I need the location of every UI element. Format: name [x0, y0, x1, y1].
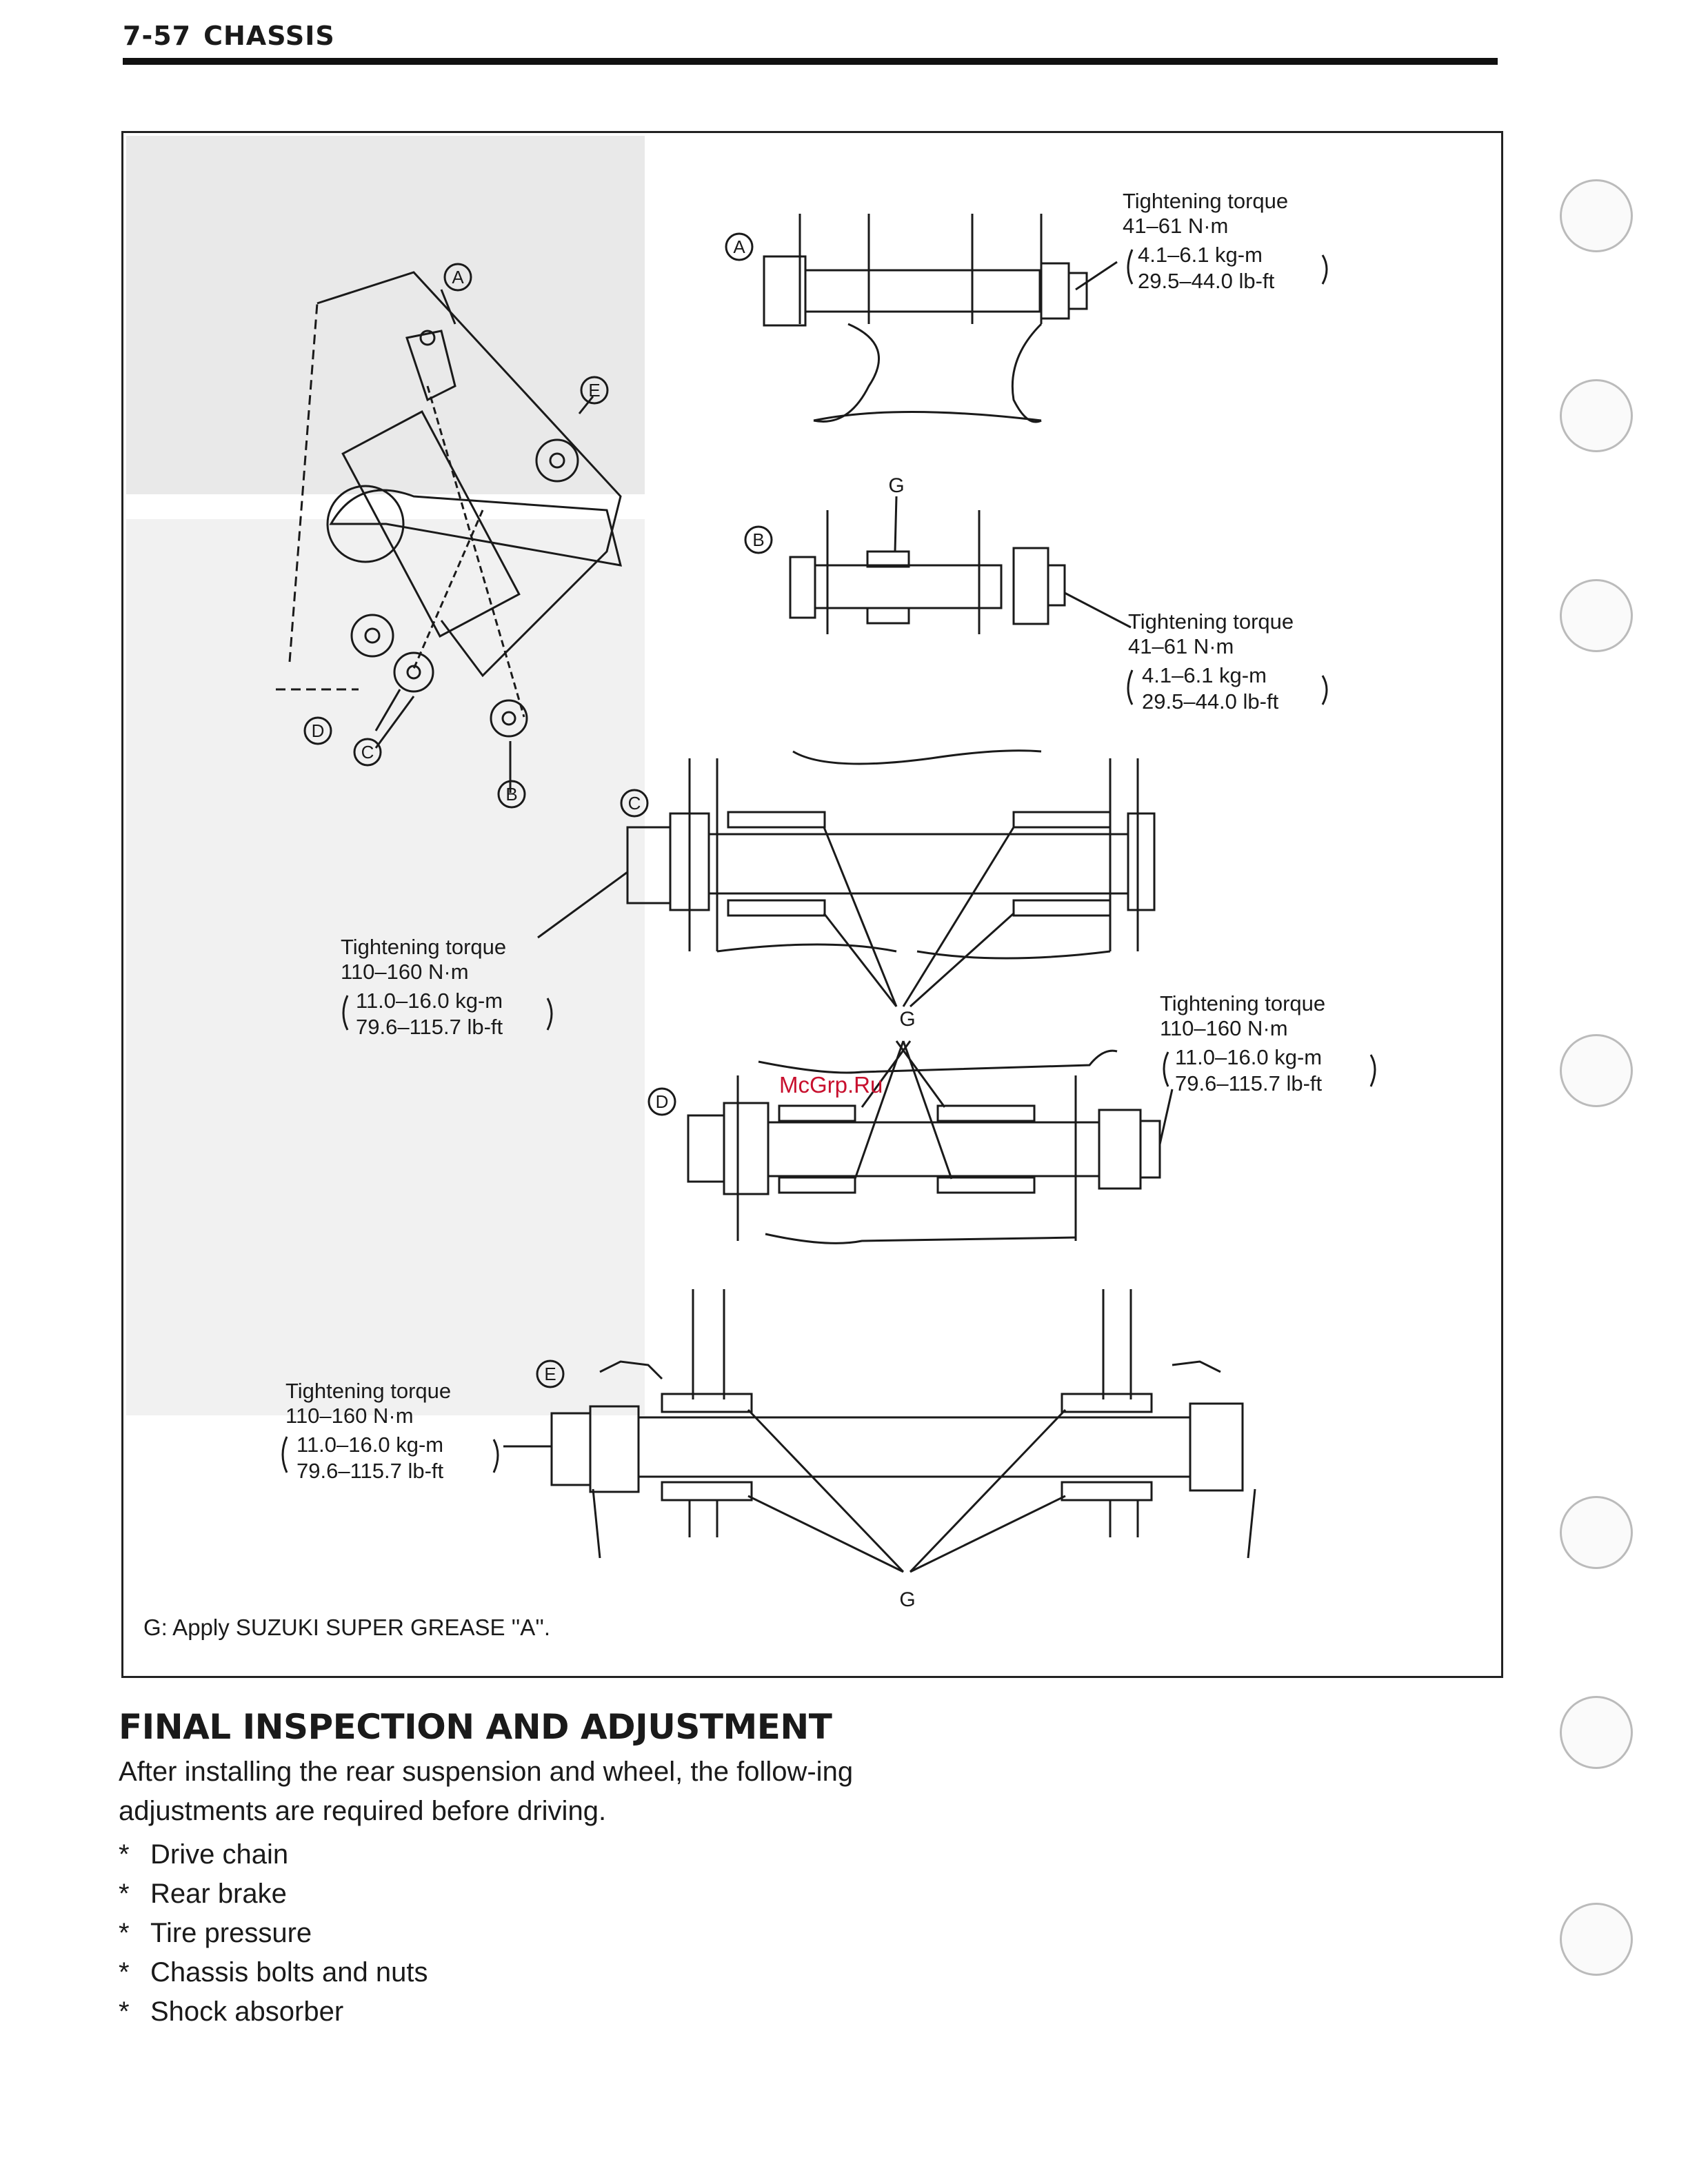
bolt-d-drawing [687, 1040, 1174, 1244]
marker-e: E [544, 1364, 556, 1384]
binder-hole [1560, 179, 1633, 252]
grease-label-e: G [899, 1588, 915, 1611]
checklist: *Drive chain *Rear brake *Tire pressure … [119, 1835, 1015, 2032]
grease-labels: G G G [888, 474, 915, 1611]
torque-title-b: Tightening torque [1128, 609, 1294, 634]
torque-nm-e: 110–160 N·m [285, 1404, 414, 1428]
circled-markers [303, 232, 773, 1388]
checklist-item: *Tire pressure [119, 1918, 312, 1948]
page-header: 7-57 CHASSIS [123, 21, 335, 51]
overview-marker-e: E [588, 380, 600, 401]
torque-title-d: Tightening torque [1160, 991, 1325, 1015]
watermark: McGrp.Ru [779, 1072, 883, 1098]
torque-lbft-a: 29.5–44.0 lb-ft [1138, 269, 1275, 293]
marker-b: B [752, 529, 764, 550]
binder-hole [1560, 1496, 1633, 1569]
bolt-c-drawing [537, 749, 1156, 1008]
overview-marker-a: A [452, 267, 464, 287]
torque-callout-b: Tightening torque 41–61 N·m 4.1–6.1 kg-m… [1128, 609, 1294, 714]
torque-kgm-b: 4.1–6.1 kg-m [1142, 663, 1267, 687]
bolt-b-drawing [789, 496, 1132, 634]
binder-holes [1560, 0, 1642, 2184]
torque-kgm-e: 11.0–16.0 kg-m [297, 1433, 443, 1457]
overview-marker-b: B [505, 784, 517, 805]
overview-marker-c: C [361, 742, 374, 762]
binder-hole [1560, 1034, 1633, 1107]
checklist-item-label: Tire pressure [150, 1918, 312, 1948]
torque-nm-b: 41–61 N·m [1128, 634, 1234, 658]
torque-kgm-d: 11.0–16.0 kg-m [1175, 1045, 1322, 1069]
torque-lbft-e: 79.6–115.7 lb-ft [297, 1459, 444, 1483]
checklist-item: *Drive chain [119, 1839, 289, 1870]
marker-c: C [628, 793, 641, 813]
faded-background-upper [126, 136, 645, 494]
callout-brackets [281, 249, 1376, 1473]
binder-hole [1560, 579, 1633, 652]
checklist-item: *Shock absorber [119, 1996, 344, 2027]
torque-callout-d: Tightening torque 110–160 N·m 11.0–16.0 … [1160, 991, 1325, 1095]
section-intro: After installing the rear suspension and… [119, 1757, 854, 1826]
torque-kgm-c: 11.0–16.0 kg-m [356, 989, 503, 1013]
binder-hole [1560, 1696, 1633, 1769]
torque-kgm-a: 4.1–6.1 kg-m [1138, 243, 1263, 267]
bolt-a-drawing [763, 214, 1118, 423]
grease-label-c: G [899, 1008, 915, 1031]
section-name: CHASSIS [203, 21, 335, 51]
binder-hole [1560, 379, 1633, 452]
bolt-e-drawing [503, 1289, 1256, 1573]
torque-callouts: Tightening torque 41–61 N·m 4.1–6.1 kg-m… [285, 189, 1325, 1483]
marker-d: D [656, 1091, 669, 1112]
marker-letters: A B C D E A E D C B [312, 236, 765, 1384]
torque-nm-d: 110–160 N·m [1160, 1016, 1288, 1040]
torque-lbft-d: 79.6–115.7 lb-ft [1175, 1071, 1323, 1095]
torque-callout-a: Tightening torque 41–61 N·m 4.1–6.1 kg-m… [1123, 189, 1288, 293]
checklist-item-label: Shock absorber [150, 1996, 344, 2027]
torque-title-a: Tightening torque [1123, 189, 1288, 213]
checklist-item-label: Drive chain [150, 1839, 289, 1870]
grease-label-b: G [888, 474, 904, 497]
torque-callout-e: Tightening torque 110–160 N·m 11.0–16.0 … [285, 1379, 451, 1483]
checklist-item: *Chassis bolts and nuts [119, 1957, 428, 1988]
torque-nm-a: 41–61 N·m [1123, 214, 1228, 238]
linkage-overview-drawing [276, 271, 623, 793]
torque-callout-c: Tightening torque 110–160 N·m 11.0–16.0 … [341, 935, 506, 1039]
torque-title-e: Tightening torque [285, 1379, 451, 1403]
grease-note: G: Apply SUZUKI SUPER GREASE ''A''. [143, 1615, 551, 1640]
torque-lbft-b: 29.5–44.0 lb-ft [1142, 689, 1279, 714]
faded-background-lower [126, 519, 645, 1415]
torque-nm-c: 110–160 N·m [341, 960, 469, 984]
figure-frame [121, 131, 1503, 1678]
checklist-item: *Rear brake [119, 1879, 287, 1909]
overview-marker-d: D [312, 720, 325, 741]
final-inspection-section: FINAL INSPECTION AND ADJUSTMENT After in… [119, 1707, 1015, 2032]
checklist-item-label: Rear brake [150, 1879, 287, 1909]
page-number: 7-57 [123, 21, 192, 51]
torque-title-c: Tightening torque [341, 935, 506, 959]
header-rule [123, 58, 1498, 65]
checklist-item-label: Chassis bolts and nuts [150, 1957, 428, 1988]
marker-a: A [733, 236, 745, 257]
binder-hole [1560, 1903, 1633, 1976]
torque-lbft-c: 79.6–115.7 lb-ft [356, 1015, 503, 1039]
section-title: FINAL INSPECTION AND ADJUSTMENT [119, 1707, 832, 1747]
